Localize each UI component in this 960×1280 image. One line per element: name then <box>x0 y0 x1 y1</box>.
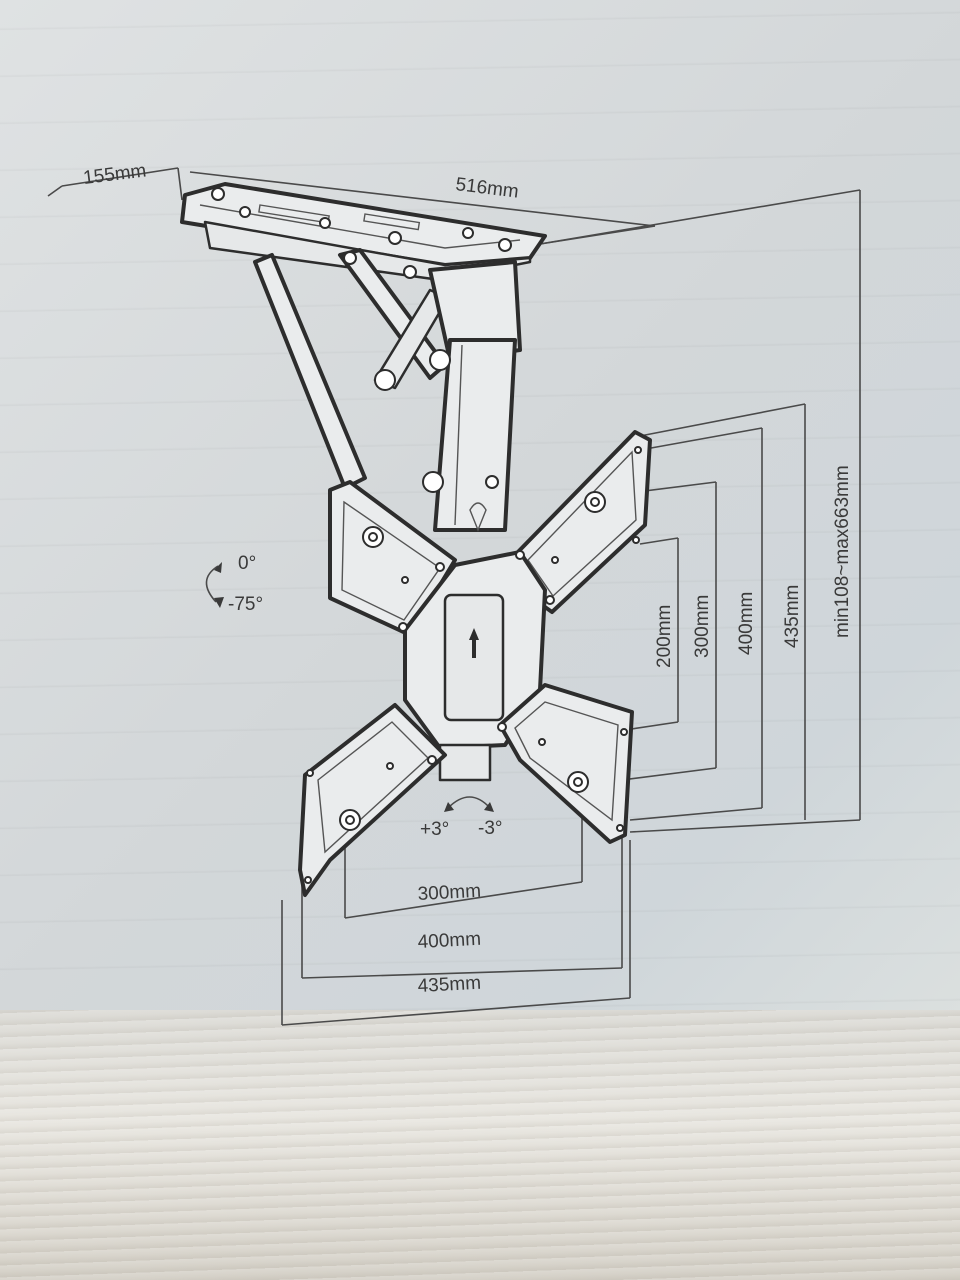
vesa-horizontal-400-label: 400mm <box>417 929 481 953</box>
arrow-down-icon <box>214 597 224 608</box>
vesa-bracket <box>298 430 652 897</box>
tilt-lower-label: -75° <box>228 594 263 615</box>
vesa-vertical-300-label: 300mm <box>692 595 713 658</box>
vesa-horizontal-435-label: 435mm <box>417 973 481 997</box>
dimension-labels: 155mm 516mm min108~max663mm 435mm 400mm … <box>82 160 853 997</box>
height-range-label: min108~max663mm <box>832 465 853 638</box>
swivel-right-label: -3° <box>478 818 503 839</box>
wooden-floor <box>0 1010 960 1280</box>
vesa-vertical-200-label: 200mm <box>654 605 675 668</box>
vesa-vertical-400-label: 400mm <box>736 592 757 655</box>
arrow-left-icon <box>444 802 454 812</box>
depth-label: 155mm <box>82 160 147 189</box>
swivel-left-label: +3° <box>420 819 449 840</box>
arrow-up-icon <box>214 562 222 573</box>
tilt-upper-label: 0° <box>238 553 256 574</box>
swivel-indicator: +3° -3° <box>420 796 503 840</box>
dimension-lines <box>47 167 861 1026</box>
arrow-right-icon <box>484 802 494 812</box>
folding-arm <box>253 248 522 532</box>
vesa-horizontal-300-label: 300mm <box>417 881 481 905</box>
tilt-indicator: 0° -75° <box>205 553 263 615</box>
width-label: 516mm <box>454 174 519 203</box>
ceiling-plate <box>180 182 547 282</box>
up-arrow-icon <box>469 628 479 658</box>
vesa-vertical-435-label: 435mm <box>782 585 803 648</box>
